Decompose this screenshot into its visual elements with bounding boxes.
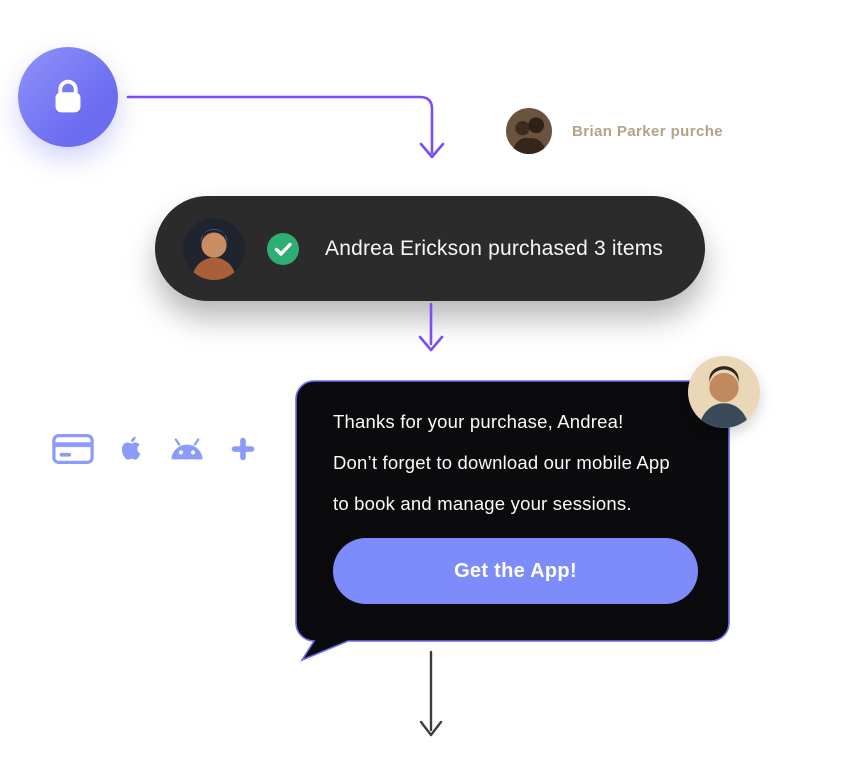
message-line-2: Don’t forget to download our mobile App xyxy=(333,452,670,473)
android-icon xyxy=(168,436,206,462)
flow-arrow-1 xyxy=(126,95,445,159)
check-icon xyxy=(267,232,299,265)
platform-icons xyxy=(52,426,258,472)
purchase-notification: Andrea Erickson purchased 3 items xyxy=(155,196,705,301)
avatar-support-agent xyxy=(688,356,760,428)
plus-icon xyxy=(228,434,258,464)
flow-arrow-3 xyxy=(419,650,443,737)
message-line-1: Thanks for your purchase, Andrea! xyxy=(333,411,624,432)
notification-text: Andrea Erickson purchased 3 items xyxy=(325,236,664,260)
toast-preview-text: Brian Parker purche xyxy=(572,122,723,140)
message-line-3: to book and manage your sessions. xyxy=(333,493,632,514)
credit-card-icon xyxy=(52,432,94,466)
chat-message: Thanks for your purchase, Andrea! Don’t … xyxy=(333,401,713,524)
apple-icon xyxy=(116,434,146,464)
toast-preview: Brian Parker purche xyxy=(506,108,723,154)
get-app-button[interactable]: Get the App! xyxy=(333,538,698,604)
avatar-brian-parker xyxy=(506,108,552,154)
shopping-bag-badge xyxy=(18,47,118,147)
flow-arrow-2 xyxy=(418,302,444,352)
avatar-andrea-erickson xyxy=(183,217,245,280)
shopping-bag-icon xyxy=(55,79,81,113)
